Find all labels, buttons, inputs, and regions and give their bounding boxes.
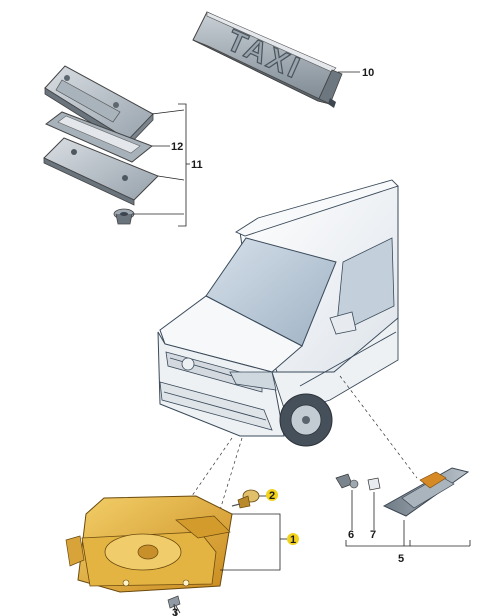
fog-lamp-assembly [65,495,233,593]
side-repeater [382,467,470,517]
callout-2: 2 [269,490,275,502]
taxi-sign: TAXI [192,11,343,108]
bulb [231,489,260,509]
roof-lamp-base-plate [43,137,159,206]
callout-10: 10 [362,67,374,79]
screw [167,595,181,616]
callout-12: 12 [171,141,183,153]
callout-1: 1 [290,534,296,546]
callout-2-marker [266,489,278,501]
callout-3: 3 [172,607,178,616]
callout-1-marker [287,533,299,545]
callout-5: 5 [398,553,404,565]
van [157,179,399,447]
grommet [113,208,135,225]
callout-11: 11 [191,159,203,171]
callout-6: 6 [348,529,354,541]
repeater-socket [335,473,359,489]
repeater-bulb [367,477,381,491]
taxi-sign-lettering: TAXI [222,24,307,86]
callout-7: 7 [370,529,376,541]
